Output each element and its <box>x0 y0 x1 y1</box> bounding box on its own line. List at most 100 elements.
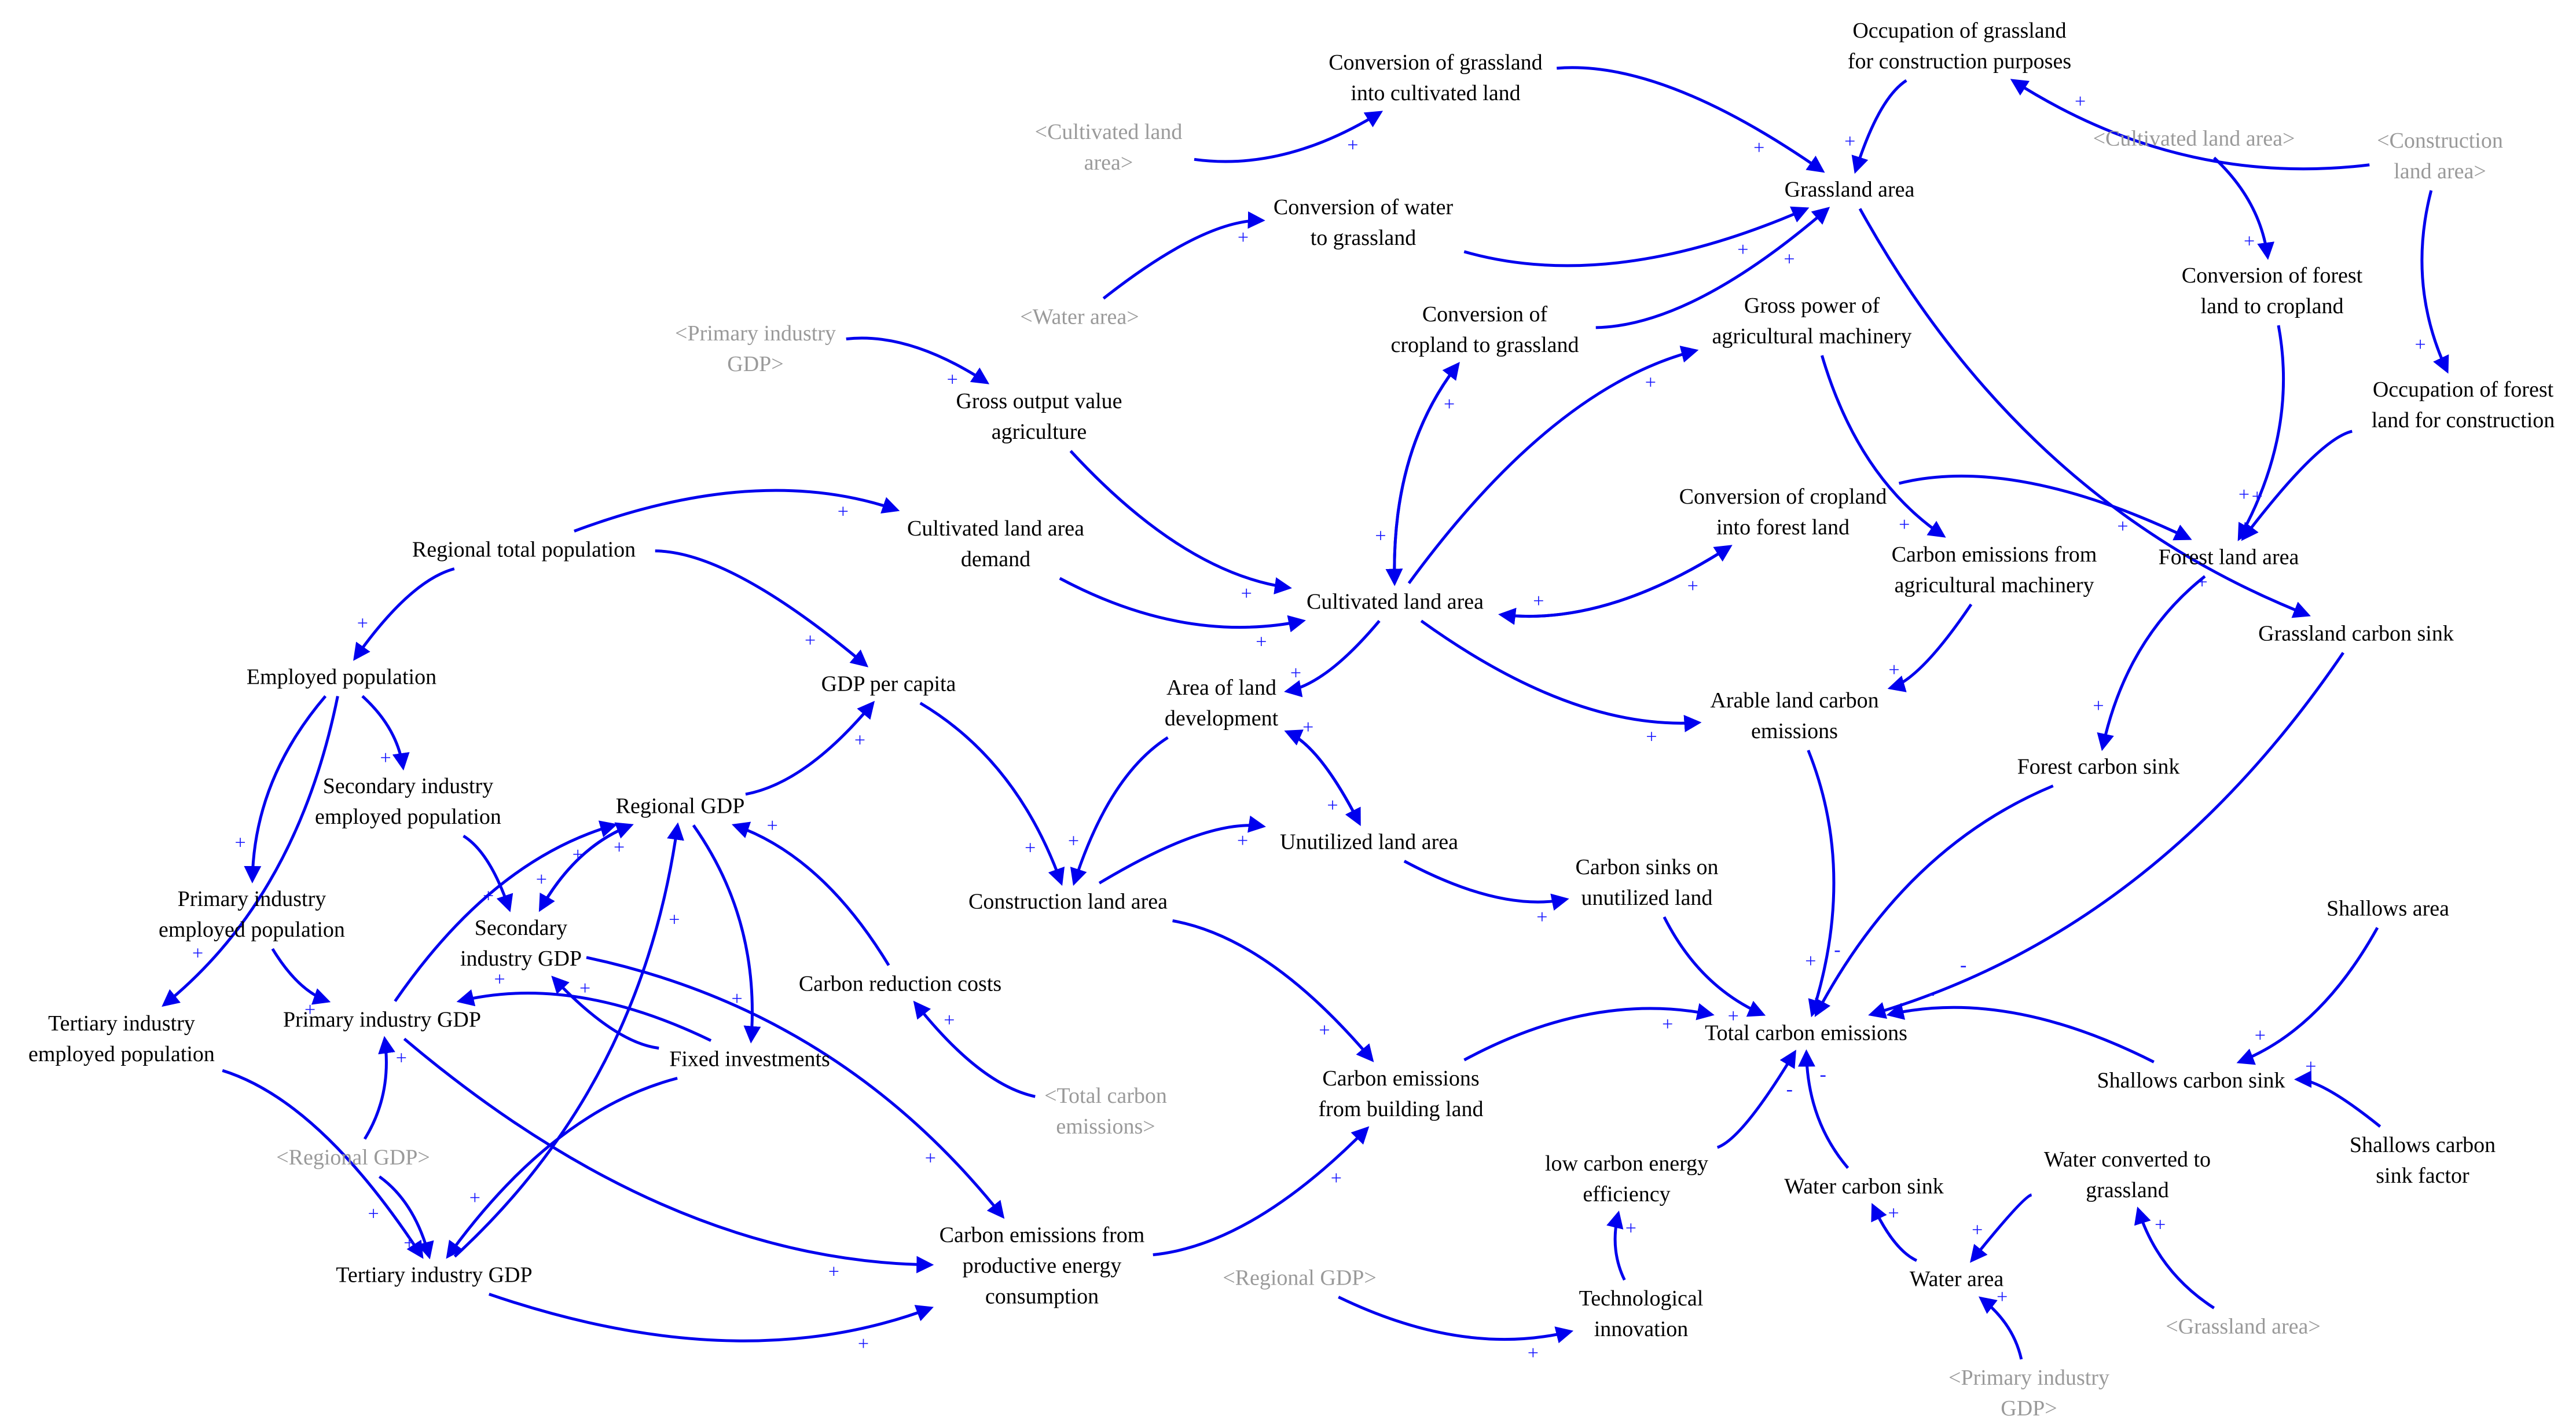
link-regional-gdp-sh1-to-ter-gdp: + <box>378 1175 434 1260</box>
variable-label-line: grassland <box>2086 1178 2169 1202</box>
link-arrow <box>1898 474 2192 541</box>
link-carbon-red-to-regional-gdp: + <box>731 815 890 966</box>
polarity-sign: + <box>838 501 849 522</box>
link-employed-pop-to-sec-emp: + <box>361 695 410 771</box>
link-arrow <box>1098 815 1266 885</box>
variable-label-line: GDP> <box>2001 1396 2057 1421</box>
variable-label-line: sink factor <box>2376 1164 2469 1188</box>
link-fixed-inv-to-prim-gdp: + <box>456 969 712 1042</box>
link-arrow <box>453 822 684 1258</box>
link-lc-eff-to-total-ce: - <box>1716 1050 1796 1149</box>
link-arrow <box>2236 927 2379 1065</box>
polarity-sign: + <box>805 630 816 651</box>
link-arrow <box>1500 545 1733 618</box>
polarity-sign: + <box>828 1261 839 1282</box>
link-ce-building-to-total-ce: + <box>1463 1003 1715 1062</box>
link-regional-gdp-to-sec-gdp: + <box>536 824 632 912</box>
link-arrow <box>1814 784 2054 1017</box>
link-arrow <box>2010 79 2370 171</box>
polarity-sign: + <box>396 1048 407 1069</box>
variable-label-line: GDP per capita <box>821 672 956 696</box>
variable-label-line: Shallows area <box>2327 897 2449 921</box>
polarity-sign: + <box>925 1148 936 1169</box>
link-ce-machinery-to-arable-ce: + <box>1887 603 1973 692</box>
link-total-ce-sh-to-carbon-red: + <box>913 1000 1036 1098</box>
variable-label-line: efficiency <box>1583 1182 1670 1206</box>
polarity-sign: + <box>1805 951 1816 972</box>
link-forest-sink-to-total-ce: - <box>1814 784 2054 1017</box>
link-sink-unutil-to-total-ce: + <box>1663 916 1766 1027</box>
link-arrow <box>1463 206 1810 267</box>
link-water-sink-to-total-ce: - <box>1797 1049 1850 1169</box>
variable-label-line: Carbon reduction costs <box>799 972 1001 996</box>
variable-employed-pop: Employed population <box>247 665 436 689</box>
link-arrow <box>2237 325 2285 541</box>
variable-label-line: employed population <box>28 1042 215 1066</box>
variable-gdp-pc: GDP per capita <box>821 672 956 696</box>
variable-label-line: area> <box>1084 151 1133 175</box>
polarity-sign: + <box>2255 1025 2266 1046</box>
variable-label: Tertiary industry GDP <box>336 1263 532 1287</box>
polarity-sign: + <box>1737 239 1748 261</box>
link-arrow <box>846 336 990 384</box>
link-sec-gdp-to-regional-gdp: + <box>539 822 634 911</box>
polarity-sign: + <box>1331 1168 1342 1189</box>
polarity-sign: + <box>854 729 865 751</box>
link-arrow <box>463 834 513 912</box>
link-water-to-grass-to-water-area: + <box>1970 1193 2032 1263</box>
link-arrow <box>1420 619 1702 732</box>
polarity-sign: + <box>2252 486 2263 507</box>
polarity-sign: + <box>573 844 584 865</box>
polarity-sign: + <box>2155 1215 2166 1236</box>
variable-label: Regional total population <box>412 538 636 562</box>
link-arrow <box>394 820 618 1002</box>
link-employed-pop-to-ter-emp: + <box>162 696 339 1007</box>
polarity-sign: + <box>767 815 778 837</box>
link-ter-emp-to-ter-gdp: + <box>222 1069 424 1259</box>
variable-label-line: Cultivated land area <box>907 516 1084 541</box>
variable-label-line: Carbon sinks on <box>1576 855 1719 879</box>
causal-links: ++++++++++++++++++++++++++++++++++++++++… <box>162 66 2449 1364</box>
variable-label: Shallows carbon sink <box>2097 1069 2285 1093</box>
polarity-sign: + <box>368 1203 379 1224</box>
variable-label-line: development <box>1165 706 1279 731</box>
variable-label-line: Total carbon emissions <box>1705 1021 1907 1046</box>
polarity-sign: + <box>579 978 590 999</box>
polarity-sign: + <box>858 1333 869 1355</box>
link-arrow <box>1871 1202 1918 1262</box>
variable-label-line: <Construction <box>2377 129 2503 153</box>
link-conv-grass-cult-to-grassland-area: + <box>1557 66 1825 173</box>
variable-label: Grassland carbon sink <box>2258 622 2454 646</box>
polarity-sign: + <box>1687 575 1698 597</box>
variable-label: GDP per capita <box>821 672 956 696</box>
link-arrow <box>1807 750 1836 1018</box>
variable-label-line: Conversion of water <box>1274 195 1454 219</box>
link-occ-forest-to-forest-area: + <box>2241 430 2353 541</box>
link-shallows-sink-to-total-ce: - <box>1886 983 2155 1063</box>
variable-label-line: Conversion of forest <box>2182 263 2363 288</box>
link-arrow <box>162 696 339 1007</box>
variable-label-line: employed population <box>315 805 501 829</box>
polarity-sign: + <box>357 613 368 634</box>
variable-label: Employed population <box>247 665 436 689</box>
link-water-area-to-water-sink: + <box>1871 1202 1918 1262</box>
polarity-sign: + <box>1844 131 1855 152</box>
link-cult-area-to-conv-crop-forest: + <box>1500 545 1733 618</box>
link-prim-gdp-to-ce-energy: + <box>403 1037 934 1282</box>
link-arrow <box>1820 355 1946 538</box>
link-ter-gdp-to-regional-gdp: + <box>453 822 684 1258</box>
